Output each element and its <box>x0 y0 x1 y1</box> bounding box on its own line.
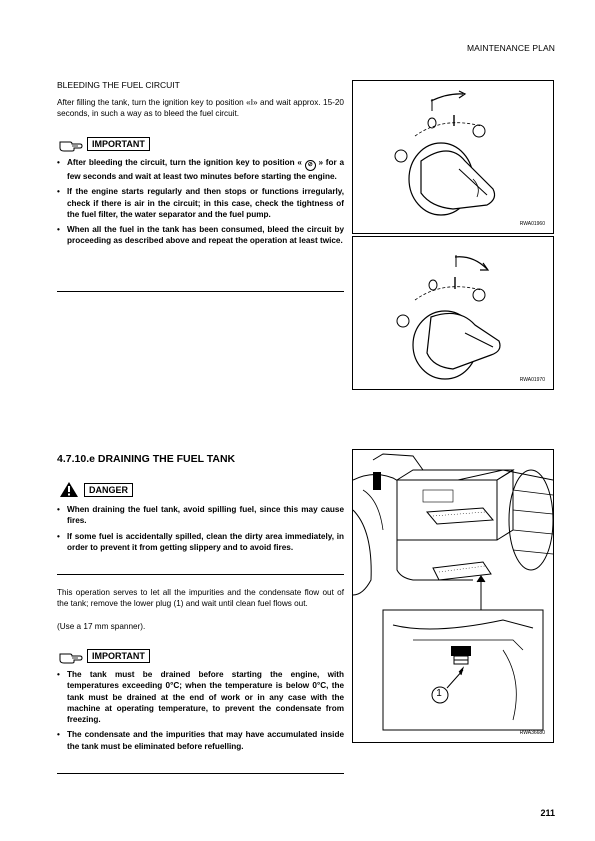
fuel-tank-figure: RWA36680 <box>352 449 554 743</box>
list-item: After bleeding the circuit, turn the ign… <box>57 157 344 182</box>
important-notice-1: IMPORTANT <box>57 137 347 153</box>
bleeding-title: BLEEDING THE FUEL CIRCUIT <box>57 80 180 90</box>
list-item: The condensate and the impurities that m… <box>57 729 344 752</box>
fuel-tank-illustration <box>352 450 554 731</box>
ignition-key-illustration <box>396 255 501 380</box>
important-notice-2: IMPORTANT <box>57 649 347 665</box>
list-item: When draining the fuel tank, avoid spill… <box>57 504 344 527</box>
spanner-note: (Use a 17 mm spanner). <box>57 622 146 631</box>
figure-code: RWA01970 <box>519 377 545 383</box>
bleeding-important-list: After bleeding the circuit, turn the ign… <box>57 157 344 251</box>
section-header: MAINTENANCE PLAN <box>466 43 555 53</box>
list-item-text: » for a few seconds and wait at least tw… <box>67 158 345 181</box>
important-label: IMPORTANT <box>87 137 150 151</box>
key-off-icon: ⊘ <box>304 160 316 171</box>
list-item: If some fuel is accidentally spilled, cl… <box>57 531 344 554</box>
danger-list: When draining the fuel tank, avoid spill… <box>57 504 344 557</box>
danger-notice: DANGER <box>57 481 347 499</box>
list-item: When all the fuel in the tank has been c… <box>57 224 344 247</box>
pointing-hand-icon <box>59 141 83 152</box>
ignition-key-figure-2: RWA01970 <box>352 236 554 390</box>
callout-number: 1 <box>436 688 442 699</box>
draining-important-list: The tank must be drained before starting… <box>57 669 344 756</box>
list-item: If the engine starts regularly and then … <box>57 186 344 220</box>
list-item-text: After bleeding the circuit, turn the ign… <box>67 158 302 167</box>
divider <box>57 291 344 292</box>
danger-label: DANGER <box>84 483 134 497</box>
pointing-hand-icon <box>59 653 83 664</box>
ignition-key-illustration <box>394 90 496 216</box>
warning-triangle-icon <box>60 482 78 497</box>
page-number: 211 <box>540 808 555 818</box>
ignition-key-figure-1: RWA01960 <box>352 80 554 234</box>
list-item: The tank must be drained before starting… <box>57 669 344 725</box>
divider <box>57 773 344 774</box>
figure-code: RWA36680 <box>519 730 545 736</box>
bleeding-intro: After filling the tank, turn the ignitio… <box>57 98 344 119</box>
figure-code: RWA01960 <box>519 221 545 227</box>
divider <box>57 574 344 575</box>
draining-body: This operation serves to let all the imp… <box>57 588 344 609</box>
important-label: IMPORTANT <box>87 649 150 663</box>
section-heading: 4.7.10.e DRAINING THE FUEL TANK <box>57 453 236 465</box>
